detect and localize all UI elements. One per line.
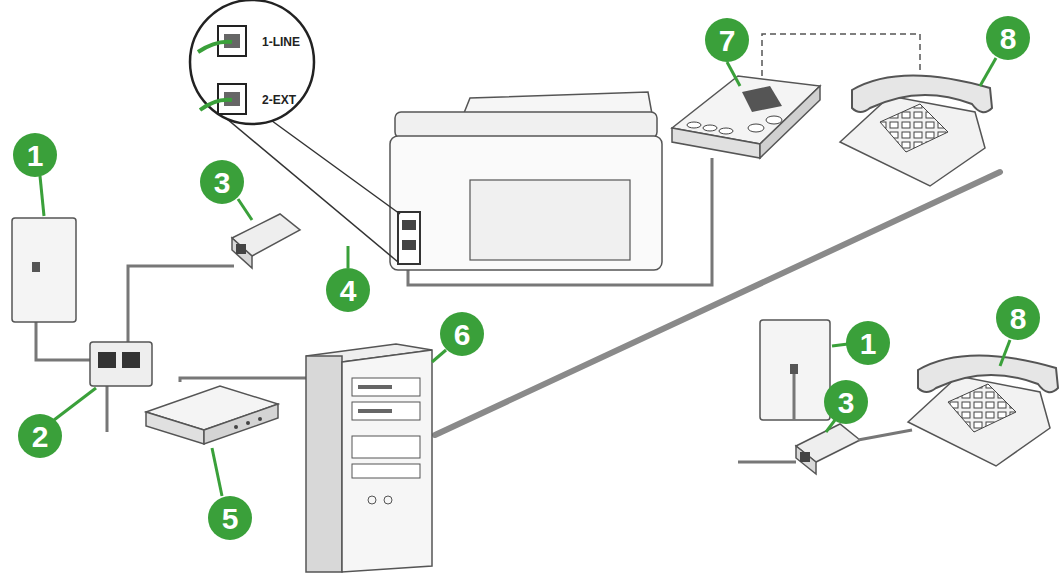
dsl-modem (146, 386, 278, 444)
port-zoom (190, 0, 400, 262)
wall-jack (12, 218, 76, 322)
callout-number: 8 (1010, 304, 1027, 334)
telephone (840, 75, 992, 186)
leader-lines (40, 58, 1010, 496)
computer-tower (306, 344, 432, 572)
printer (390, 92, 662, 270)
splitter (90, 342, 152, 386)
port-label: 2-EXT (262, 94, 296, 106)
callout-number: 4 (340, 276, 357, 306)
dsl-filter (738, 424, 912, 474)
callout-number: 6 (454, 320, 471, 350)
callout-number: 1 (27, 141, 44, 171)
wall-jack (760, 320, 830, 420)
phone-wires (36, 158, 712, 432)
callout-number: 2 (32, 422, 49, 452)
port-label: 1-LINE (262, 36, 300, 48)
callout-number: 1 (860, 329, 877, 359)
divider-line (435, 172, 1000, 435)
callout-number: 3 (838, 388, 855, 418)
callout-circles (13, 16, 1040, 540)
telephone (908, 355, 1058, 466)
dsl-filter (232, 214, 300, 268)
callout-number: 7 (719, 26, 736, 56)
callout-number: 3 (214, 168, 231, 198)
callout-number: 8 (1000, 24, 1017, 54)
callout-number: 5 (222, 504, 239, 534)
